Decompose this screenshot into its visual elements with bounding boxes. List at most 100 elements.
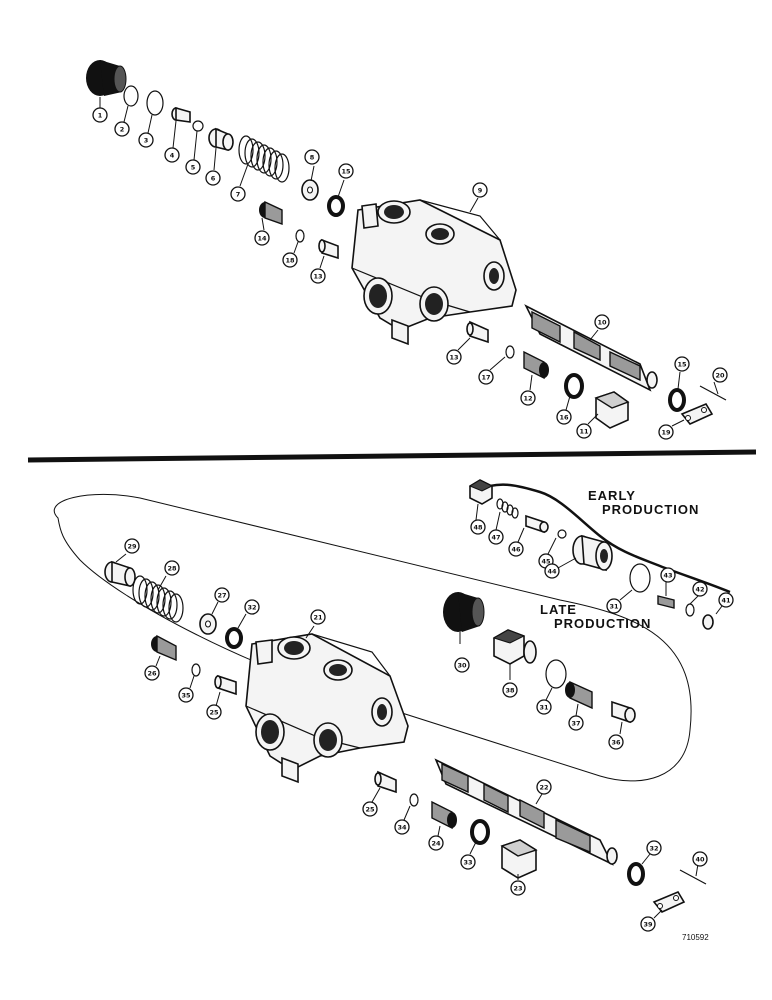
ring-part-34 [409,793,419,807]
callout-25: 25 [362,801,378,817]
callout-12: 12 [520,390,536,406]
callout-number: 13 [313,272,322,280]
bushing-part-36 [611,700,636,724]
callout-number: 15 [341,167,351,175]
callout-15: 15 [338,163,354,179]
o-ring-part-15-lower [668,388,686,412]
callout-circle [138,132,154,148]
callout-number: 43 [663,571,672,579]
callout-circle [164,560,180,576]
callout-34: 34 [394,819,410,835]
callout-number: 21 [313,613,323,621]
callout-number: 16 [559,413,569,421]
callout-2: 2 [114,121,130,137]
callout-number: 24 [431,839,441,847]
plug-part-12 [523,350,549,380]
early-heading-line-2: PRODUCTION [602,502,699,517]
callout-13: 13 [310,268,326,284]
callout-circle [576,423,592,439]
poppet-part-25-upper [214,674,237,696]
callout-number: 32 [247,603,256,611]
callout-number: 38 [505,686,515,694]
callout-number: 46 [511,545,521,553]
callout-circle [454,657,470,673]
callout-number: 32 [649,844,658,852]
callout-circle [304,149,320,165]
callout-8: 8 [304,149,320,165]
cap-part-1 [86,60,127,96]
callout-31: 31 [606,598,622,614]
callout-number: 5 [191,163,196,171]
callout-number: 4 [170,151,175,159]
washer-part-27 [199,613,217,635]
callout-33: 33 [460,854,476,870]
callout-number: 37 [571,719,580,727]
poppet-part-13-lower [466,320,489,344]
o-ring-part-31-upper [629,563,651,593]
callout-number: 10 [597,318,607,326]
callout-46: 46 [508,541,524,557]
callout-31: 31 [536,699,552,715]
callout-circle [254,230,270,246]
callout-circle [640,916,656,932]
callout-number: 22 [539,783,548,791]
plug-part-24 [431,800,457,830]
callout-number: 9 [478,186,483,194]
lower-valve-assembly [53,479,731,919]
callout-number: 45 [541,557,551,565]
valve-body-part-9 [351,199,517,346]
late-production-outline [53,493,692,782]
o-ring-part-15-upper [327,195,345,217]
callout-21: 21 [310,609,326,625]
callout-40: 40 [692,851,708,867]
callout-4: 4 [164,147,180,163]
callout-number: 7 [236,190,241,198]
callout-23: 23 [510,880,526,896]
pin-part-43 [657,595,675,609]
callout-circle [92,107,108,123]
ring-part-18 [295,229,305,243]
early-production-heading: EARLY PRODUCTION [588,488,699,517]
early-heading-line-1: EARLY [588,488,636,503]
callout-circle [478,369,494,385]
callout-number: 2 [120,125,125,133]
screw-part-4 [171,106,191,123]
bushing-part-6 [208,127,234,152]
callout-26: 26 [144,665,160,681]
callout-32: 32 [646,840,662,856]
callout-9: 9 [472,182,488,198]
callout-circle [594,314,610,330]
callout-circle [674,356,690,372]
callout-circle [178,687,194,703]
callout-43: 43 [660,567,676,583]
callout-48: 48 [470,519,486,535]
o-ring-part-32-upper [225,627,243,649]
callout-27: 27 [214,587,230,603]
callout-28: 28 [164,560,180,576]
plug-part-37 [565,680,593,710]
callout-number: 42 [695,585,704,593]
callout-circle [460,854,476,870]
callout-number: 47 [491,533,500,541]
callout-42: 42 [692,581,708,597]
callout-37: 37 [568,715,584,731]
callout-number: 20 [715,371,725,379]
o-ring-part-16 [564,373,584,399]
o-ring-part-33 [470,819,490,845]
callout-circle [502,682,518,698]
callout-number: 48 [473,523,483,531]
washer-part-8 [301,179,319,201]
callout-number: 44 [547,567,557,575]
ring-part-35 [191,663,201,677]
callout-circle [205,170,221,186]
ring-part-42 [685,603,695,617]
callout-circle [394,819,410,835]
cap-nut-part-11 [594,391,630,429]
callout-1: 1 [92,107,108,123]
o-ring-part-32-lower [627,862,645,886]
callout-3: 3 [138,132,154,148]
callout-16: 16 [556,409,572,425]
pin-part-40 [679,869,707,885]
